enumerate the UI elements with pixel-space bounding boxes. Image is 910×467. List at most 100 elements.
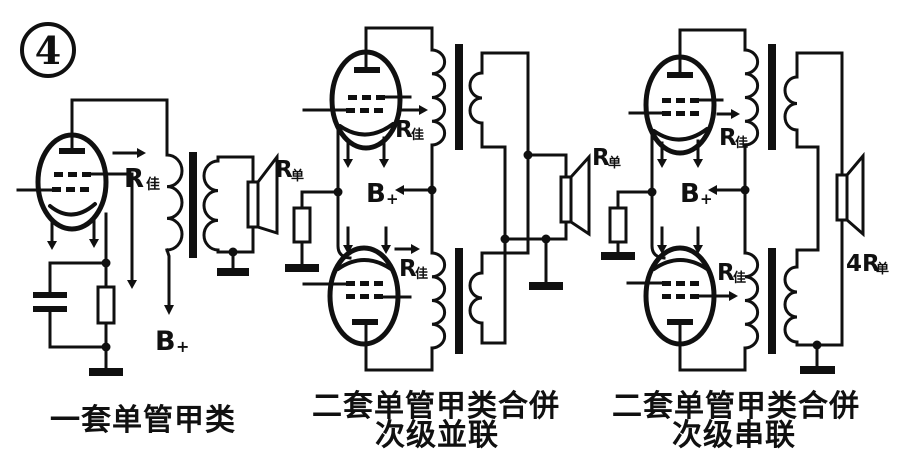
- arrow-down-icon: [379, 159, 389, 168]
- arrow-down-icon: [657, 245, 667, 254]
- vacuum-tube-lower: [626, 226, 747, 372]
- arrow-down-icon: [343, 159, 353, 168]
- secondary-winding: [202, 159, 220, 252]
- secondary-winding: [783, 75, 799, 132]
- tube-grid-dashes: [662, 98, 699, 116]
- secondary-winding: [468, 271, 484, 325]
- b-plus-feed: B +: [680, 143, 750, 255]
- tube-cathode-arc: [338, 122, 395, 137]
- ground-bar: [89, 368, 123, 376]
- r-jia-label-sub: 佳: [415, 266, 428, 282]
- output-transformer-lower: [430, 248, 484, 354]
- arrow-right-icon: [411, 244, 420, 254]
- junction-dot: [740, 185, 750, 195]
- r-jia-label: R: [395, 117, 413, 143]
- tube-plate: [59, 148, 85, 154]
- cap-branch-wire: [48, 261, 108, 294]
- tube-plate: [667, 72, 693, 78]
- r-jia-annotation-upper: R 佳: [395, 105, 428, 143]
- tube-grid-dashes: [346, 281, 383, 299]
- cathode-bias-network: [285, 128, 352, 272]
- junction-dot: [647, 187, 657, 197]
- junction-dot: [500, 234, 510, 244]
- vacuum-tube-upper: [628, 28, 747, 168]
- ground-bar: [800, 366, 835, 374]
- r-jia-label: R: [717, 260, 735, 286]
- secondary-winding: [468, 71, 484, 125]
- tube-plate: [354, 67, 380, 73]
- circuit-single-tube-class-a: B + R 佳 R 单 一套单管甲类: [16, 98, 304, 438]
- plate-lead: [364, 26, 434, 69]
- r-jia-label: R: [124, 164, 144, 194]
- circuit-secondary-parallel: R 佳 R 佳: [285, 26, 621, 453]
- arrow-down-icon: [47, 241, 57, 250]
- arrow-down-icon: [164, 305, 174, 315]
- speaker: R 单: [216, 152, 304, 276]
- speaker-top-wire: [216, 155, 255, 184]
- speaker: R 单: [526, 145, 621, 241]
- arrow-right-icon: [419, 105, 428, 115]
- speaker: 4R 单: [835, 151, 889, 277]
- b-plus-label-sub: +: [700, 190, 713, 208]
- b-plus-label: B: [155, 326, 176, 357]
- transformer-core: [768, 44, 776, 150]
- primary-winding: [165, 153, 184, 252]
- junction-dot: [228, 247, 238, 257]
- tube-cathode-arc: [652, 258, 709, 271]
- cathode-resistor: [96, 285, 116, 325]
- plate-lead: [364, 323, 434, 372]
- cathode-resistor: [608, 206, 628, 244]
- circuit-secondary-series: R 佳 R 佳: [601, 28, 889, 453]
- primary-winding: [430, 48, 447, 147]
- circuit2-caption-line2: 次级並联: [375, 418, 499, 453]
- ground-bar: [529, 282, 563, 290]
- tube-cathode-arc: [336, 258, 393, 271]
- series-link-wire: [795, 128, 820, 269]
- b-plus-label: B: [680, 179, 700, 209]
- capacitor-plate: [33, 292, 67, 298]
- bias-resistor-wire: [300, 190, 340, 266]
- secondary-hot-wire: [480, 51, 530, 157]
- junction-dot: [333, 187, 343, 197]
- cathode-bias-network: [601, 130, 666, 260]
- circuit3-caption-line2: 次级串联: [672, 418, 796, 453]
- figure-number-badge: 4: [20, 22, 76, 78]
- capacitor-plate: [33, 306, 67, 312]
- tube-cathode-arc: [48, 202, 97, 217]
- transformer-core: [455, 44, 463, 150]
- r-jia-label: R: [719, 125, 737, 151]
- transformer-core: [189, 152, 197, 258]
- arrow-left-icon: [708, 185, 717, 195]
- speaker-cone: [845, 151, 865, 238]
- badge-circle: [20, 22, 76, 78]
- output-transformer-upper: [430, 44, 484, 150]
- circuit3-caption-line1: 二套单管甲类合併: [612, 389, 860, 424]
- r-jia-annotation: R 佳: [112, 148, 160, 194]
- cap-branch-wire: [48, 310, 108, 349]
- r-dan-label-sub: 单: [291, 168, 304, 184]
- arrow-down-icon: [381, 245, 391, 254]
- r-dan-label: R: [275, 157, 293, 183]
- b-plus-wire: [165, 248, 171, 307]
- wiring: [16, 98, 169, 370]
- b-plus-label: B: [366, 179, 386, 209]
- arrow-right-icon: [729, 291, 738, 301]
- secondary-cold-wire: [480, 237, 507, 345]
- b-plus-feed: B +: [155, 248, 189, 357]
- junction-dot: [427, 185, 437, 195]
- arrow-down-icon: [693, 245, 703, 254]
- r-jia-label: R: [399, 256, 417, 282]
- ground-symbol: [89, 368, 123, 376]
- tube-plate: [352, 319, 378, 325]
- primary-winding: [430, 251, 447, 350]
- circuit1-caption: 一套单管甲类: [50, 403, 236, 438]
- vacuum-tube-upper: [302, 26, 434, 168]
- r-jia-label-sub: 佳: [146, 176, 160, 193]
- ground-bar: [217, 268, 249, 276]
- speaker-wires: [526, 153, 568, 241]
- junction-dot: [812, 340, 822, 350]
- circuit2-caption-line1: 二套单管甲类合併: [312, 389, 560, 424]
- secondary-series-wiring: [795, 51, 844, 374]
- tube-grid-dashes: [662, 281, 699, 299]
